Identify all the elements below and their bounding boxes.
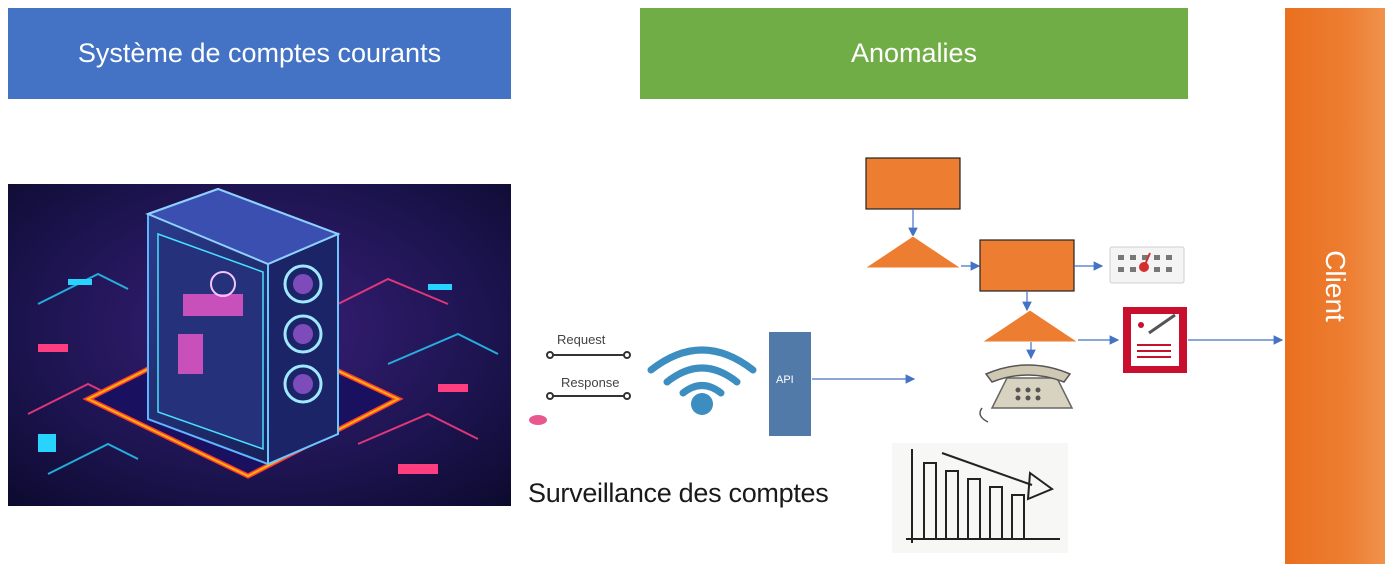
client-bar: Client — [1285, 8, 1385, 564]
api-label: API — [776, 374, 794, 386]
header-anomalies-label: Anomalies — [850, 38, 978, 68]
request-response-lines — [529, 351, 631, 425]
declining-chart-icon — [892, 443, 1068, 553]
anomaly-flowchart — [812, 157, 1284, 384]
report-icon — [1123, 307, 1187, 373]
wifi-icon — [647, 346, 757, 415]
header-anomalies: Anomalies — [640, 8, 1188, 99]
telephone-icon — [979, 364, 1074, 423]
request-label: Request — [557, 332, 606, 347]
api-box: API — [769, 332, 811, 436]
header-system-label: Système de comptes courants — [77, 38, 442, 68]
header-system: Système de comptes courants — [8, 8, 511, 99]
client-label: Client — [1320, 250, 1351, 322]
response-label: Response — [561, 375, 620, 390]
calendar-icon — [1109, 246, 1185, 284]
surveillance-caption: Surveillance des comptes — [528, 478, 829, 508]
server-illustration-icon — [8, 184, 511, 506]
